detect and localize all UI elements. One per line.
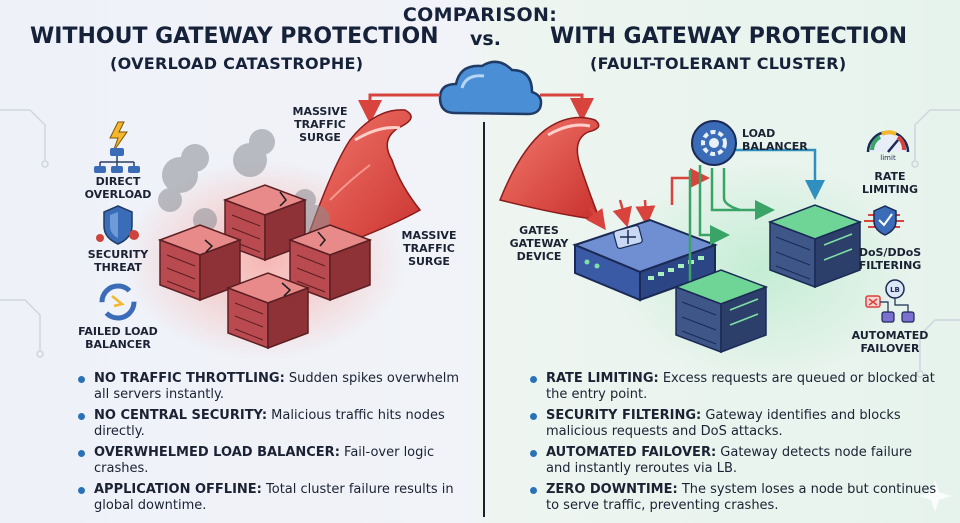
- subtitle-overload: (OVERLOAD CATASTROPHE): [110, 54, 364, 73]
- arrow-flow-2: [710, 168, 775, 220]
- failed-server-2: [157, 224, 243, 302]
- lb-chip-text: LB: [890, 286, 900, 294]
- healthy-server-1: [767, 204, 863, 289]
- broken-cycle-icon: [99, 283, 137, 321]
- arrow-cloud-right: [540, 93, 594, 122]
- gauge-icon: limit: [866, 130, 910, 162]
- list-item: NO TRAFFIC THROTTLING: Sudden spikes ove…: [78, 371, 478, 403]
- center-divider: [483, 122, 485, 517]
- healthy-server-2: [673, 269, 769, 354]
- traffic-wave-left: [298, 109, 422, 262]
- arrow-rate-limit: [736, 148, 825, 200]
- sparkle-icon: [919, 480, 951, 512]
- list-item: NO CENTRAL SECURITY: Malicious traffic h…: [78, 408, 478, 440]
- circuit-decoration: [0, 109, 960, 378]
- failed-server-4: [225, 272, 311, 350]
- bullets-right: RATE LIMITING: Excess requests are queue…: [530, 371, 940, 519]
- shield-virus-icon: [96, 205, 139, 245]
- arrow-flow-1: [698, 165, 730, 245]
- load-balancer-gear-icon: [691, 120, 737, 166]
- list-item: APPLICATION OFFLINE: Total cluster failu…: [78, 482, 478, 514]
- lightning-network-icon: [94, 121, 140, 173]
- list-item: OVERWHELMED LOAD BALANCER: Fail-over log…: [78, 445, 478, 477]
- bullets-left: NO TRAFFIC THROTTLING: Sudden spikes ove…: [78, 371, 478, 519]
- arrow-cloud-left: [358, 93, 440, 124]
- title-comparison: COMPARISON:: [402, 4, 558, 26]
- smoke: [158, 129, 330, 235]
- gateway-device: [572, 218, 718, 302]
- list-item: AUTOMATED FAILOVER: Gateway detects node…: [530, 445, 940, 477]
- list-item: RATE LIMITING: Excess requests are queue…: [530, 371, 940, 403]
- shield-ddos-icon: [864, 205, 904, 236]
- list-item: ZERO DOWNTIME: The system loses a node b…: [530, 482, 940, 514]
- title-without: WITHOUT GATEWAY PROTECTION: [30, 24, 439, 49]
- cloud-icon: [438, 60, 543, 116]
- failover-network-icon: LB: [865, 279, 915, 323]
- list-item: SECURITY FILTERING: Gateway identifies a…: [530, 408, 940, 440]
- traffic-wave-right: [498, 116, 602, 221]
- gauge-limit-text: limit: [880, 154, 896, 162]
- title-vs: vs.: [470, 28, 501, 50]
- title-with: WITH GATEWAY PROTECTION: [550, 24, 907, 49]
- subtitle-fault-tolerant: (FAULT-TOLERANT CLUSTER): [590, 54, 847, 73]
